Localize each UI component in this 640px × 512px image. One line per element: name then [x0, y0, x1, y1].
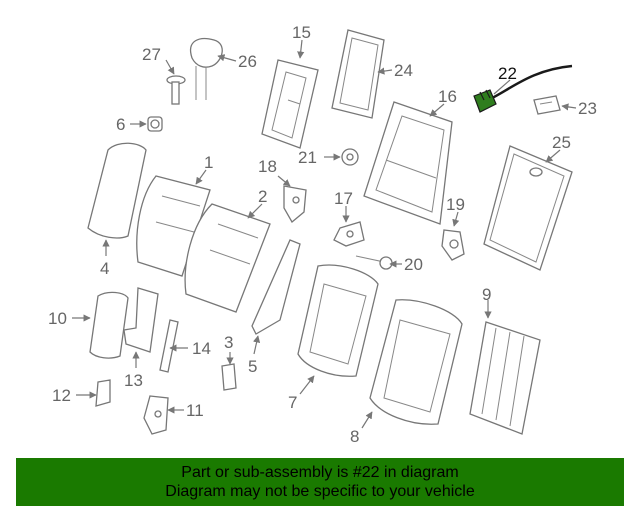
part-12-hinge — [95, 379, 111, 407]
callout-8: 8 — [350, 427, 359, 446]
info-banner: Part or sub-assembly is #22 in diagram D… — [16, 458, 624, 506]
part-13-armrest-bracket — [123, 287, 159, 353]
part-6-clip — [147, 116, 163, 132]
part-23-bracket — [533, 95, 561, 115]
part-11-latch — [143, 395, 169, 435]
part-5-side-trim — [251, 239, 301, 335]
part-15-frame — [261, 59, 319, 149]
callout-labels: 1 2 3 4 5 6 7 8 9 10 11 12 13 14 15 16 1… — [48, 23, 597, 446]
callout-3: 3 — [224, 333, 233, 352]
part-16-backrest-frame — [363, 101, 453, 225]
part-26-headrest — [189, 37, 223, 100]
part-9-heater-mat — [469, 321, 541, 435]
callout-25: 25 — [552, 133, 571, 152]
leader-lines — [72, 39, 577, 429]
part-20-bolt — [355, 255, 393, 270]
part-1-seat-back — [136, 175, 211, 277]
part-7-cushion — [297, 264, 379, 377]
callout-15: 15 — [292, 23, 311, 42]
callout-14: 14 — [192, 339, 211, 358]
part-19-handle — [441, 229, 465, 261]
callout-23: 23 — [578, 99, 597, 118]
callout-7: 7 — [288, 393, 297, 412]
callout-9: 9 — [482, 285, 491, 304]
callout-16: 16 — [438, 87, 457, 106]
banner-line-part: Part or sub-assembly is #22 in diagram — [181, 464, 459, 481]
callout-11: 11 — [186, 401, 204, 420]
part-10-armrest — [89, 291, 129, 359]
parts-diagram: 1 2 3 4 5 6 7 8 9 10 11 12 13 14 15 16 1… — [48, 23, 597, 446]
callout-6: 6 — [116, 115, 125, 134]
callout-12: 12 — [52, 386, 71, 405]
callout-20: 20 — [404, 255, 423, 274]
callout-22: 22 — [498, 64, 517, 83]
part-22-cable-assembly — [473, 64, 573, 113]
part-2-seat-back — [184, 203, 271, 313]
part-8-cushion — [369, 299, 463, 425]
callout-10: 10 — [48, 309, 67, 328]
part-25-back-panel — [483, 145, 573, 271]
callout-5: 5 — [248, 357, 257, 376]
callout-21: 21 — [298, 148, 317, 167]
part-4-side-bolster — [87, 142, 147, 239]
callout-17: 17 — [334, 189, 353, 208]
part-18-bracket — [283, 185, 307, 223]
callout-13: 13 — [124, 371, 143, 390]
callout-1: 1 — [204, 153, 213, 172]
banner-line-disclaimer: Diagram may not be specific to your vehi… — [165, 483, 475, 500]
part-24-pad — [331, 29, 385, 119]
callout-4: 4 — [100, 259, 109, 278]
part-14-rail — [159, 319, 179, 373]
callout-2: 2 — [258, 187, 267, 206]
part-17-latch — [333, 221, 365, 247]
callout-18: 18 — [258, 157, 277, 176]
part-27-guide-pin — [166, 75, 186, 105]
callout-27: 27 — [142, 45, 161, 64]
callout-26: 26 — [238, 52, 257, 71]
callout-19: 19 — [446, 195, 465, 214]
part-3-clip — [221, 363, 237, 391]
part-21-button — [341, 148, 359, 166]
callout-24: 24 — [394, 61, 413, 80]
